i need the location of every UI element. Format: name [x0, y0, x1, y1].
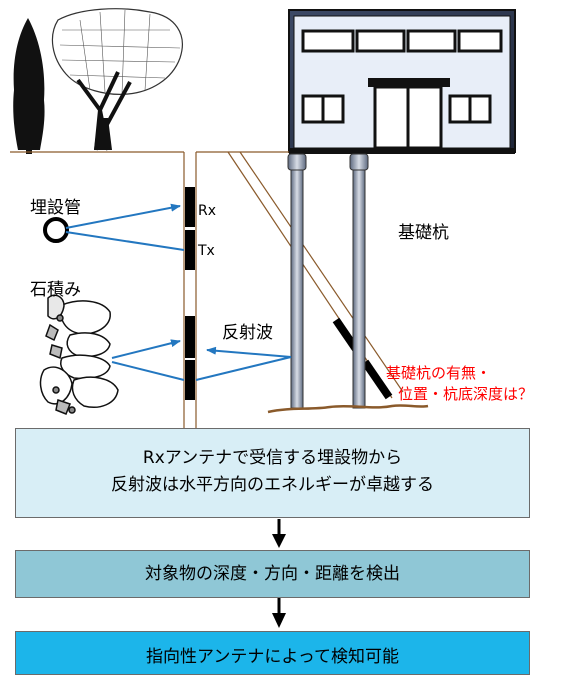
buried-pipe-label: 埋設管 [30, 198, 81, 218]
foundation-pile-left [287, 153, 307, 409]
reflected-wave-label: 反射波 [222, 323, 273, 343]
stone-wall-label: 石積み [30, 280, 81, 300]
rx-label: Rx [198, 203, 217, 219]
cypress-tree-icon [13, 18, 45, 154]
stone-wall-icon [39, 294, 119, 415]
buried-pipe-icon [43, 217, 69, 243]
pile-question-line2: 位置・杭底深度は？ [398, 385, 534, 403]
tx-label: Tx [198, 243, 215, 259]
pile-reflection-arrow [206, 346, 292, 358]
building-icon [288, 9, 516, 154]
pile-base-ground [267, 404, 429, 414]
antenna-lower-2 [185, 360, 195, 400]
stone-incident-line [111, 361, 185, 381]
foundation-pile-right [349, 153, 369, 409]
rx-antenna [185, 187, 195, 227]
pile-question-line1: 基礎杭の有無・ [386, 364, 492, 382]
borehole [183, 152, 197, 428]
pipe-reflection-arrow [65, 203, 181, 229]
pile-incident-line [195, 356, 292, 381]
flow-step-2: 対象物の深度・方向・距離を検出 [15, 550, 530, 598]
deciduous-tree-icon [51, 8, 183, 151]
flow-arrow-1 [272, 519, 286, 548]
tx-to-pipe-line [65, 231, 185, 251]
inclined-borehole [227, 151, 404, 400]
antenna-lower-1 [185, 316, 195, 358]
flow-step-1-line1: Rxアンテナで受信する埋設物から [142, 448, 403, 468]
foundation-pile-label: 基礎杭 [398, 223, 449, 243]
tx-antenna [185, 230, 195, 270]
flow-step-1: Rxアンテナで受信する埋設物から 反射波は水平方向のエネルギーが卓越する [15, 428, 530, 518]
flow-step-3: 指向性アンテナによって検知可能 [15, 631, 530, 675]
flow-arrow-2 [272, 598, 286, 628]
stone-reflection-arrow [111, 339, 181, 359]
flow-step-1-line2: 反射波は水平方向のエネルギーが卓越する [111, 475, 434, 495]
